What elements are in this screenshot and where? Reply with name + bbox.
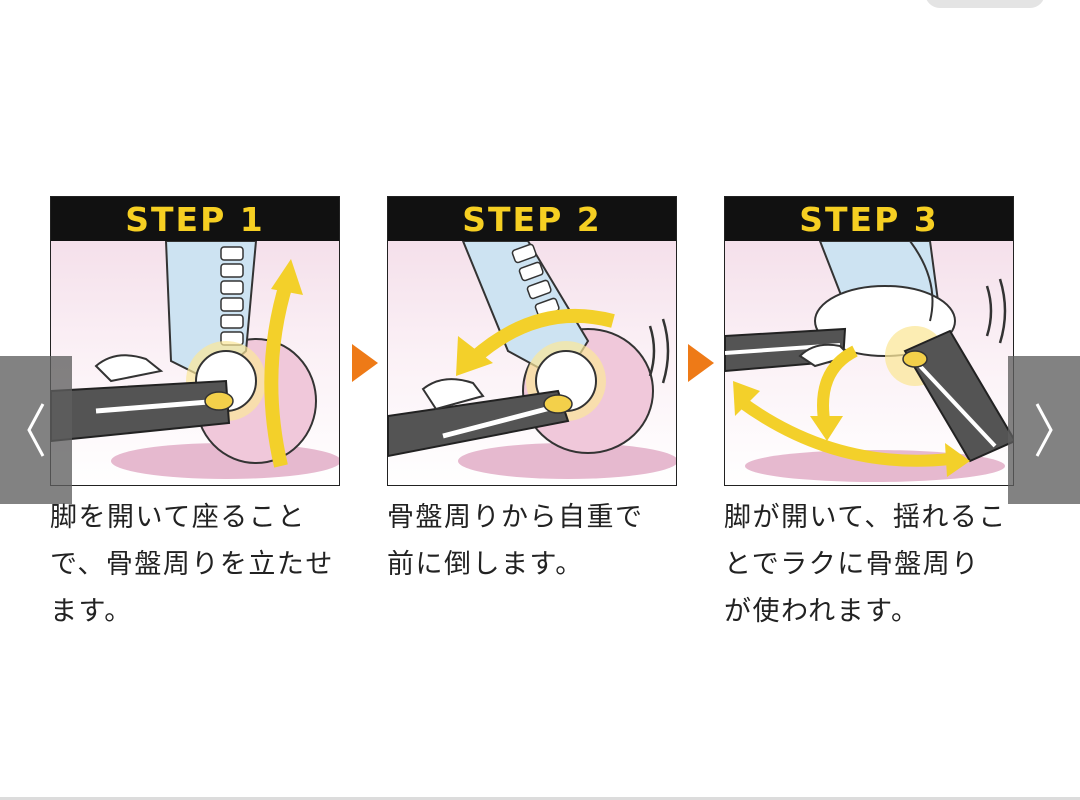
step-3-panel: STEP 3 (724, 196, 1014, 486)
next-button[interactable] (1008, 356, 1080, 504)
step-2-illustration (388, 241, 676, 479)
bottom-divider (0, 797, 1080, 800)
step-2-header: STEP 2 (388, 197, 676, 241)
step-1-illustration (51, 241, 339, 479)
step-2-caption: 骨盤周りから自重で 前に倒します。 (387, 502, 644, 580)
chevron-right-icon (1035, 403, 1053, 457)
step-arrow-2 (688, 344, 714, 382)
step-1-panel: STEP 1 (50, 196, 340, 486)
step-1-header: STEP 1 (51, 197, 339, 241)
step-3-header: STEP 3 (725, 197, 1013, 241)
step-3-caption: 脚が開いて、揺れるこ とでラクに骨盤周り が使われます。 (724, 502, 1007, 627)
step-arrow-1 (352, 344, 378, 382)
step-3-illustration (725, 241, 1013, 482)
top-scroll-indicator (925, 0, 1045, 8)
prev-button[interactable] (0, 356, 72, 504)
step-1-caption: 脚を開いて座ること で、骨盤周りを立たせ ます。 (50, 502, 334, 627)
chevron-left-icon (27, 403, 45, 457)
step-2-panel: STEP 2 (387, 196, 677, 486)
